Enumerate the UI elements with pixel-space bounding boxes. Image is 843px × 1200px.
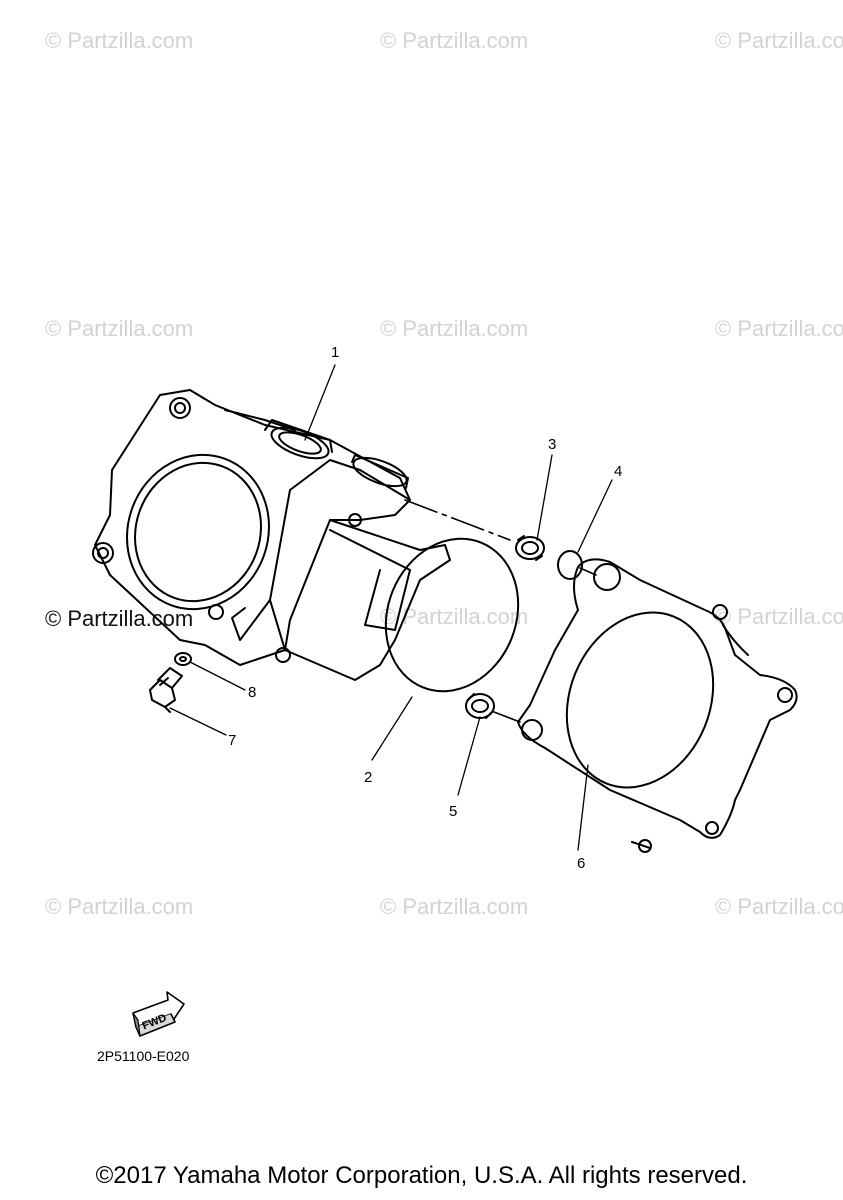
watermark: © Partzilla.com	[45, 316, 194, 341]
watermark: © Partzilla.com	[45, 894, 194, 919]
bolt-part	[149, 667, 183, 713]
watermark: © Partzilla.com	[715, 316, 843, 341]
watermark: © Partzilla.com	[45, 28, 194, 53]
callout-6: 6	[577, 855, 585, 872]
callout-1: 1	[331, 344, 339, 361]
dowel-pin-lower	[465, 693, 495, 719]
callout-5: 5	[449, 803, 457, 820]
dowel-pin-upper	[515, 535, 545, 561]
forward-direction-arrow-icon: FWD	[132, 991, 185, 1037]
watermark: © Partzilla.com	[380, 316, 529, 341]
callout-4: 4	[614, 463, 622, 480]
callout-3: 3	[548, 436, 556, 453]
cylinder-part	[92, 389, 451, 681]
o-ring-part	[384, 537, 520, 693]
callout-2: 2	[364, 769, 372, 786]
small-o-ring-part	[557, 550, 583, 580]
callout-8: 8	[248, 684, 256, 701]
callout-7: 7	[228, 732, 236, 749]
watermark: © Partzilla.com	[715, 604, 843, 629]
watermark: © Partzilla.com	[715, 28, 843, 53]
diagram-code: 2P51100-E020	[97, 1048, 190, 1064]
watermark-dark: © Partzilla.com	[45, 606, 194, 631]
watermark: © Partzilla.com	[715, 894, 843, 919]
gasket-part	[517, 558, 798, 853]
washer-part	[174, 652, 192, 666]
watermark: © Partzilla.com	[380, 28, 529, 53]
copyright-notice: ©2017 Yamaha Motor Corporation, U.S.A. A…	[95, 1162, 748, 1189]
watermark: © Partzilla.com	[380, 894, 529, 919]
